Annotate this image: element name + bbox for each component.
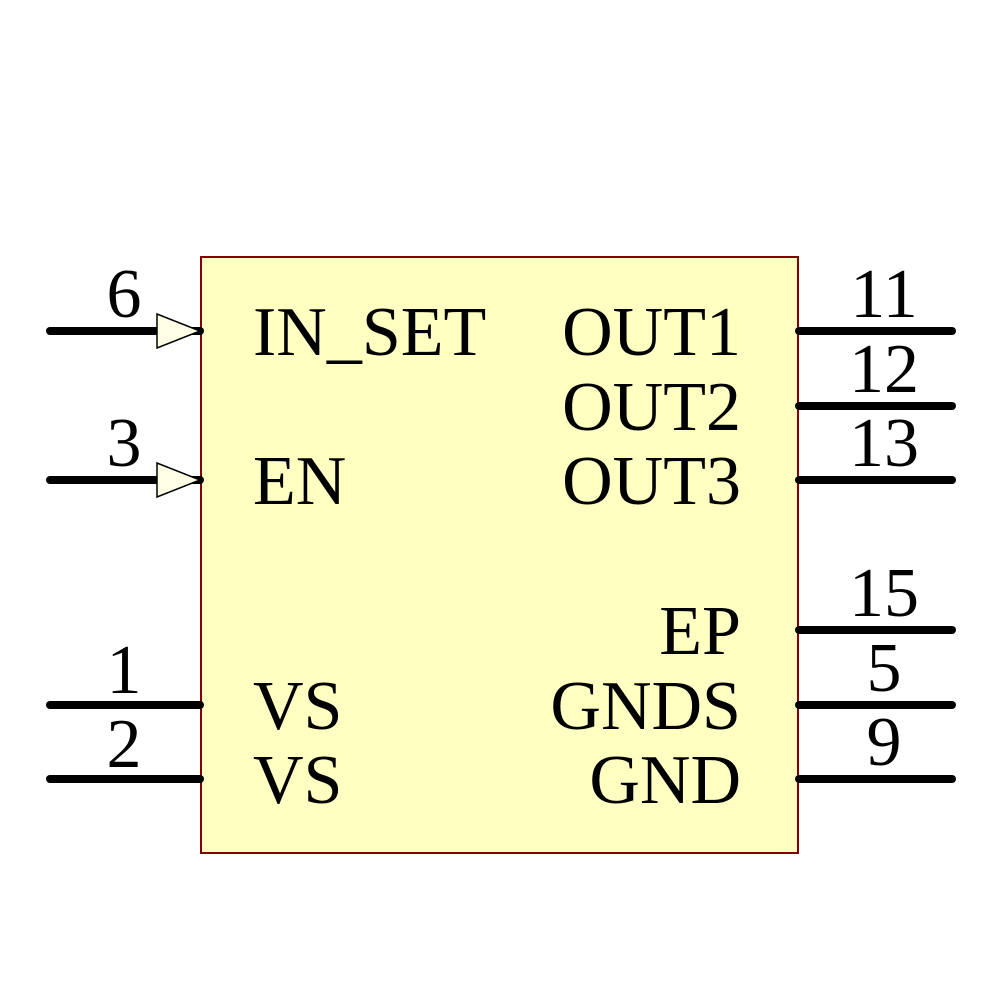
pin-number: 13 <box>849 405 919 482</box>
pin-label: VS <box>253 668 342 745</box>
pin-label: OUT2 <box>562 369 741 446</box>
pin-left-vs-1: 1 VS <box>46 632 342 745</box>
pin-number: 15 <box>849 555 919 632</box>
pin-label: EN <box>253 443 346 520</box>
pin-right-gnds: 5 GNDS <box>550 630 956 745</box>
pin-number: 2 <box>107 706 142 783</box>
pin-label: VS <box>253 742 342 819</box>
pin-right-out2: 12 OUT2 <box>562 331 956 446</box>
pin-left-en: 3 EN <box>46 405 346 520</box>
pin-number: 11 <box>850 256 917 333</box>
pin-label: OUT3 <box>562 443 741 520</box>
pin-number: 9 <box>867 704 902 781</box>
pin-label: IN_SET <box>253 294 486 371</box>
pin-label: GNDS <box>550 668 741 745</box>
pin-number: 1 <box>107 632 142 709</box>
pin-right-out1: 11 OUT1 <box>562 256 956 371</box>
pin-label: OUT1 <box>562 294 741 371</box>
component-body <box>200 256 799 854</box>
pin-number: 6 <box>107 256 142 333</box>
pin-right-ep: 15 EP <box>659 555 956 670</box>
input-arrow-icon <box>156 461 203 499</box>
pin-left-vs-2: 2 VS <box>46 706 342 819</box>
pin-left-in-set: 6 IN_SET <box>46 256 486 371</box>
pin-label: GND <box>589 742 741 819</box>
pin-label: EP <box>659 593 741 670</box>
input-arrow-icon <box>156 312 203 350</box>
pin-number: 12 <box>849 331 919 408</box>
pin-number: 3 <box>107 405 142 482</box>
pin-number: 5 <box>867 630 902 707</box>
pin-right-gnd: 9 GND <box>589 704 956 819</box>
pin-right-out3: 13 OUT3 <box>562 405 956 520</box>
